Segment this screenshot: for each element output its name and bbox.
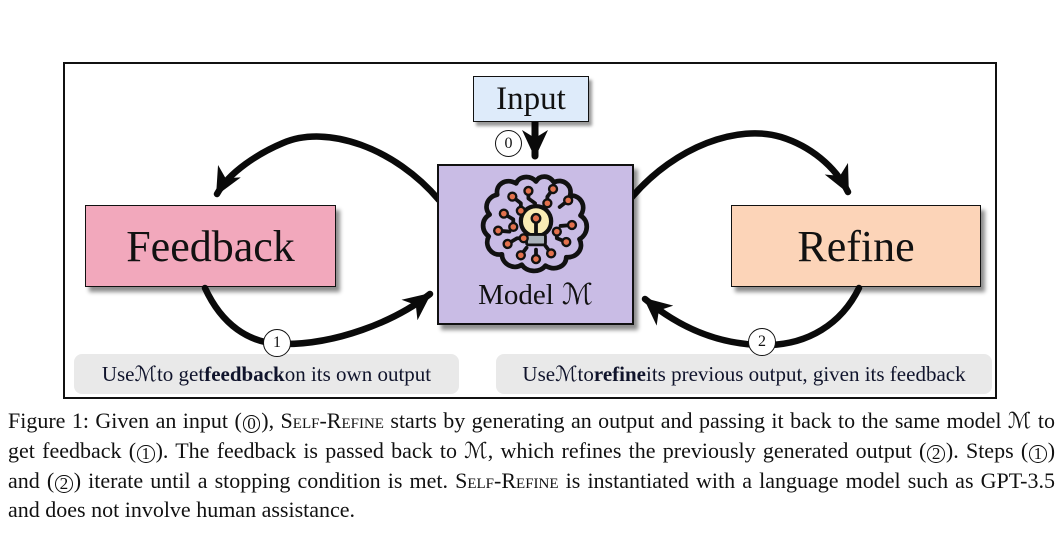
arrow-model-to-feedback (213, 133, 443, 204)
text-segment-smallcaps: Self-Refine (280, 408, 384, 433)
refine-box: Refine (731, 205, 981, 287)
figure-caption: Figure 1: Given an input (0), Self-Refin… (8, 406, 1055, 524)
step-badge-0: 0 (495, 130, 522, 157)
text-segment-smallcaps: Self-Refine (455, 468, 559, 493)
text-segment-script: ℳ (555, 362, 578, 386)
text-segment-circled: 2 (55, 475, 73, 493)
text-segment-script: ℳ (1007, 409, 1032, 434)
text-segment: to get feedback ( (8, 408, 1055, 463)
text-segment: ) iterate until a stopping condition is … (73, 468, 456, 493)
arrow-model-to-refine (628, 130, 852, 201)
refine-label: Refine (797, 221, 915, 271)
text-segment-bold: refine (593, 361, 646, 386)
input-label: Input (496, 80, 566, 117)
refine-note: Use ℳ to refine its previous output, giv… (496, 354, 992, 394)
text-segment: is instantiated with a language model su… (8, 468, 1056, 522)
text-segment-script: ℳ (134, 362, 157, 386)
text-segment: Use (522, 361, 556, 386)
feedback-label: Feedback (126, 221, 295, 271)
arrow-feedback-to-model (201, 284, 434, 348)
text-segment: , which refines the previously generated… (487, 438, 927, 463)
text-segment: starts by generating an output and passi… (383, 408, 1008, 433)
feedback-note: Use ℳ to get feedback on its own output (74, 354, 459, 394)
feedback-box: Feedback (85, 205, 336, 287)
input-box: Input (473, 76, 589, 122)
brain-circuit-icon (480, 174, 589, 274)
step-badge-2: 2 (748, 328, 776, 356)
text-segment: Figure 1: Given an input ( (8, 408, 242, 433)
text-segment: on its own output (284, 361, 432, 386)
step-badge-1: 1 (263, 329, 291, 357)
text-segment-circled: 0 (242, 415, 261, 433)
text-segment: Use (101, 361, 135, 386)
diagram-frame: Input (63, 62, 997, 399)
text-segment: to (577, 361, 594, 386)
text-segment: ), (261, 408, 281, 433)
model-symbol: ℳ (561, 277, 593, 311)
text-segment-circled: 1 (137, 445, 155, 463)
text-segment-circled: 1 (1029, 445, 1047, 463)
text-segment: its previous output, given its feedback (645, 361, 966, 386)
text-segment: ). Steps ( (945, 438, 1029, 463)
text-segment: ) and ( (8, 438, 1056, 493)
text-segment-bold: feedback (204, 361, 285, 386)
text-segment: ). The feedback is passed back to (155, 438, 465, 463)
text-segment-script: ℳ (464, 439, 488, 464)
text-segment: to get (156, 361, 205, 386)
text-segment-circled: 2 (927, 445, 945, 463)
